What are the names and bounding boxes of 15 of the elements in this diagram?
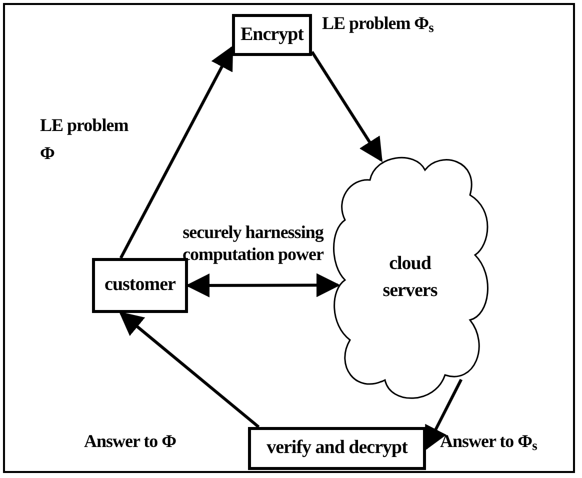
arrow xyxy=(118,311,260,428)
edge-label: LE problem Φ$_{s}$ xyxy=(322,12,434,38)
edge-label: LE problem Φ xyxy=(40,114,130,165)
arrow xyxy=(424,378,463,451)
arrow xyxy=(119,45,234,259)
edge-label: Answer to Φ$_{s}$ xyxy=(440,430,538,456)
edge-label: Answer to Φ xyxy=(84,430,178,453)
process-box xyxy=(248,427,426,470)
node-label: cloud servers xyxy=(382,252,438,302)
node-label: verify and decrypt xyxy=(266,436,408,460)
edge-label: securely harnessing computation power xyxy=(182,222,325,266)
node-label: Encrypt xyxy=(240,22,304,47)
arrow xyxy=(310,51,382,162)
process-box xyxy=(232,14,312,56)
node-label: customer xyxy=(104,273,176,298)
